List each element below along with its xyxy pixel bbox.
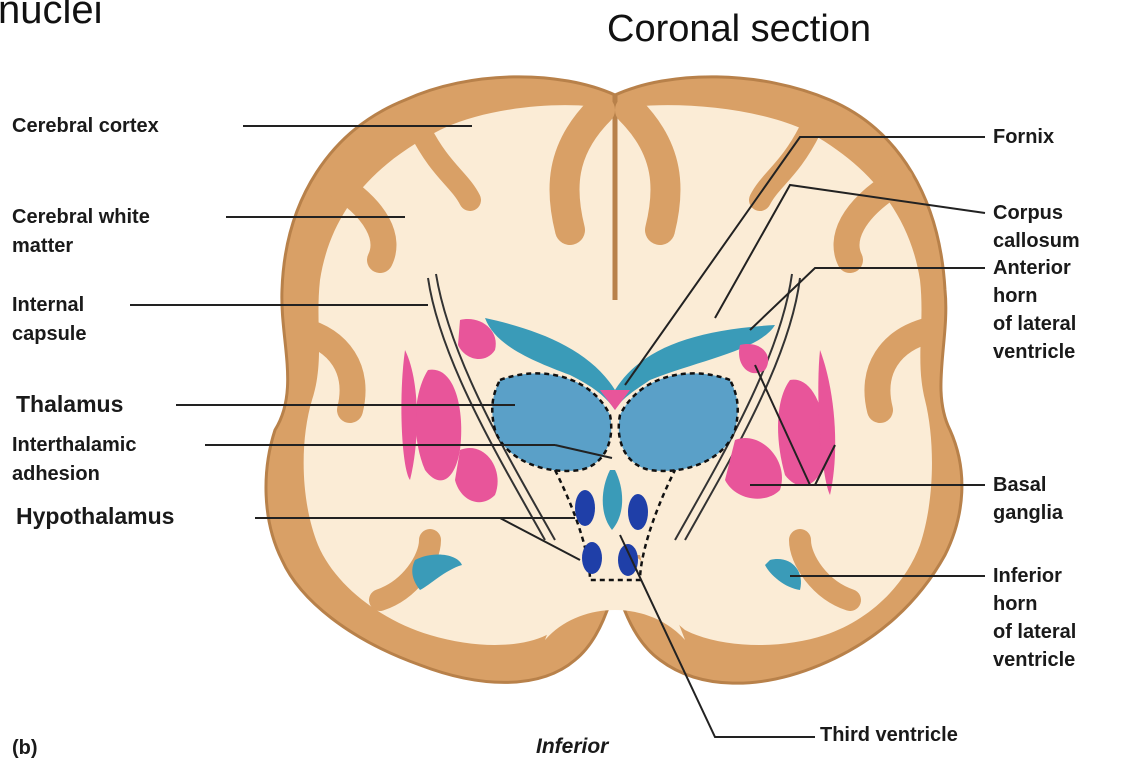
label-inferior-horn-line3: of lateral [993, 619, 1076, 645]
label-cerebral-white-matter-line2: matter [12, 233, 73, 259]
label-internal-capsule-line2: capsule [12, 321, 86, 347]
label-third-ventricle: Third ventricle [820, 722, 958, 748]
orientation-label: Inferior [536, 735, 608, 759]
cerebral-cortex-shape [266, 77, 962, 683]
panel-letter: (b) [12, 735, 38, 761]
label-corpus-callosum-line1: Corpus [993, 200, 1063, 226]
label-corpus-callosum-line2: callosum [993, 228, 1080, 254]
label-inferior-horn-line4: ventricle [993, 647, 1075, 673]
label-inferior-horn-line1: Inferior [993, 563, 1062, 589]
label-basal-ganglia-line2: ganglia [993, 500, 1063, 526]
label-anterior-horn-line2: horn [993, 283, 1037, 309]
label-interthalamic-line1: Interthalamic [12, 432, 136, 458]
label-basal-ganglia-line1: Basal [993, 472, 1046, 498]
label-anterior-horn-line3: of lateral [993, 311, 1076, 337]
label-thalamus: Thalamus [16, 391, 123, 417]
label-hypothalamus: Hypothalamus [16, 503, 174, 529]
label-internal-capsule-line1: Internal [12, 292, 84, 318]
label-cerebral-white-matter-line1: Cerebral white [12, 204, 150, 230]
label-fornix: Fornix [993, 124, 1054, 150]
label-anterior-horn-line4: ventricle [993, 339, 1075, 365]
label-inferior-horn-line2: horn [993, 591, 1037, 617]
label-anterior-horn-line1: Anterior [993, 255, 1071, 281]
label-cerebral-cortex: Cerebral cortex [12, 113, 159, 139]
label-interthalamic-line2: adhesion [12, 461, 100, 487]
